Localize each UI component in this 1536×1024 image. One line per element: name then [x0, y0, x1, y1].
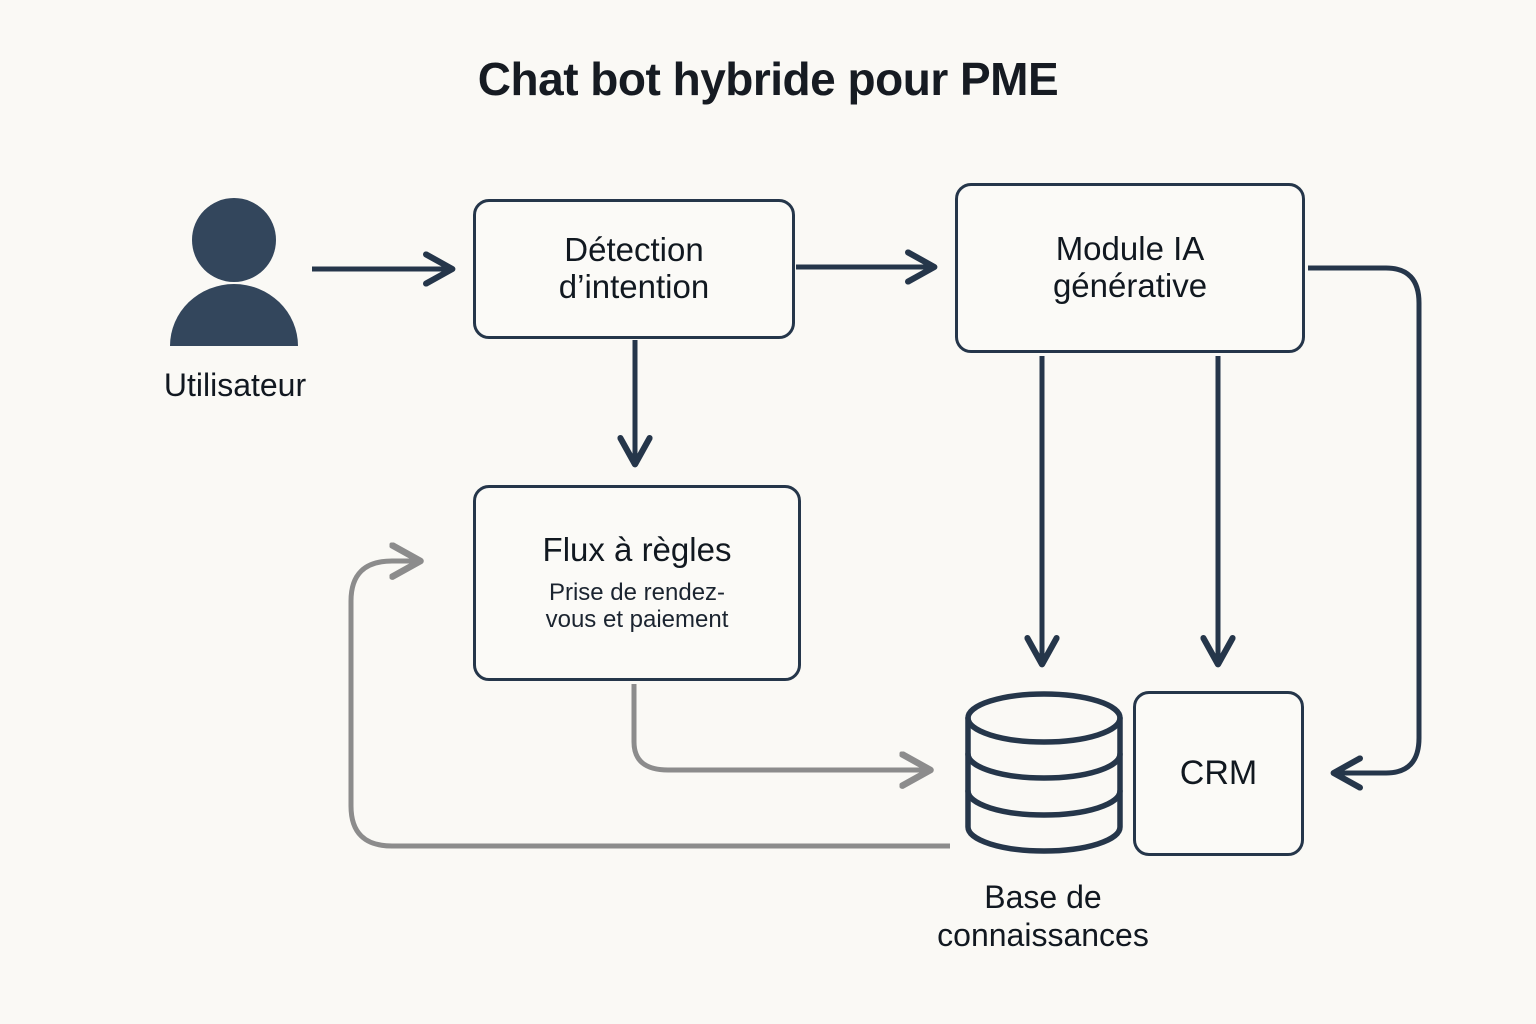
connector-genai-loop-to-crm [1308, 265, 1422, 773]
knowledge-base-label: Base de connaissances [937, 879, 1149, 954]
database-icon[interactable] [958, 685, 1130, 860]
node-genai-title: Module IA générative [1052, 230, 1208, 304]
user-icon [170, 198, 298, 346]
node-flux-a-regles[interactable]: Flux à règles Prise de rendez- vous et p… [473, 485, 801, 681]
user-label: Utilisateur [163, 367, 307, 403]
node-detection-title: Détection d’intention [558, 231, 710, 305]
connector-rules-to-knowledgebase [631, 684, 928, 770]
page-title: Chat bot hybride pour PME [477, 53, 1059, 105]
node-rules-subtitle: Prise de rendez- vous et paiement [545, 578, 729, 634]
node-detection-dintention[interactable]: Détection d’intention [473, 199, 795, 339]
node-crm-title: CRM [1179, 754, 1258, 793]
node-crm[interactable]: CRM [1133, 691, 1304, 856]
node-rules-title: Flux à règles [542, 530, 732, 568]
node-module-ia-generative[interactable]: Module IA générative [955, 183, 1305, 353]
